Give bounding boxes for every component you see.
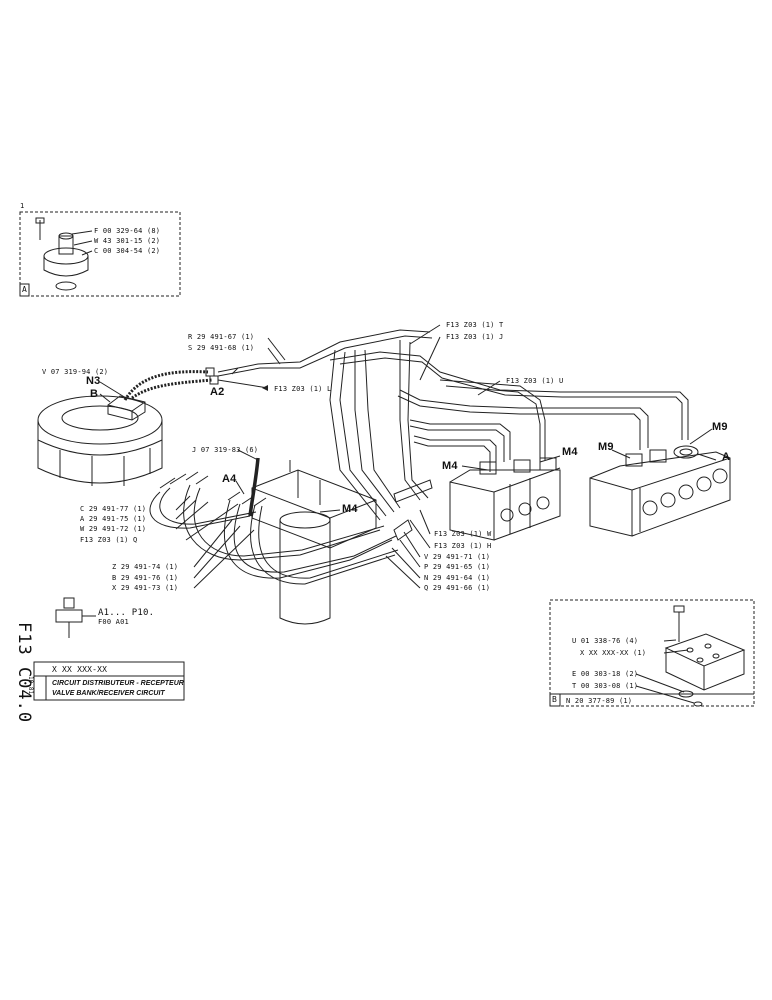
detail-b-part-4: T 00 303-08 (1): [572, 682, 639, 690]
document-code: F13 C04.0: [14, 622, 34, 724]
hose-x: X 29 491-73 (1): [112, 584, 179, 592]
sensor-ref: F00 A01: [98, 618, 129, 626]
detail-b-main: N 20 377-89 (1): [566, 697, 633, 705]
callout-m9-top: M9: [712, 421, 728, 433]
document-date: 10-81: [27, 676, 34, 695]
part-number: X XX XXX-XX: [52, 665, 108, 674]
callout-b: B: [90, 388, 99, 400]
ref-u: F13 Z03 (1) U: [506, 377, 564, 385]
hose-c: C 29 491-77 (1): [80, 505, 147, 513]
detail-a-letter: A: [22, 285, 28, 294]
detail-b-part-3: E 00 303-18 (2): [572, 670, 639, 678]
sensor-label: A1... P10.: [98, 608, 155, 618]
hose-a: A 29 491-75 (1): [80, 515, 147, 523]
detail-b-frame: [549, 599, 755, 707]
callout-m4-center: M4: [342, 503, 358, 515]
callout-a-right: A: [722, 451, 731, 463]
ref-l: F13 Z03 (1) L: [274, 385, 332, 393]
detail-b-letter: B: [552, 695, 558, 704]
detail-b-part-1: U 01 338-76 (4): [572, 637, 639, 645]
callout-n3: N3: [86, 375, 101, 387]
hose-b: B 29 491-76 (1): [112, 574, 179, 582]
detail-a-part-1: F 00 329-64 (8): [94, 227, 161, 235]
detail-a-frame: [19, 211, 181, 297]
callout-m4-left: M4: [442, 460, 458, 472]
hose-s: S 29 491-68 (1): [188, 344, 255, 352]
detail-a-index: 1: [20, 202, 25, 210]
callout-m4-right: M4: [562, 446, 578, 458]
hose-w: W 29 491-72 (1): [80, 525, 147, 533]
hose-p: P 29 491-65 (1): [424, 563, 491, 571]
callout-a2: A2: [210, 386, 225, 398]
title-fr: CIRCUIT DISTRIBUTEUR - RECEPTEUR: [52, 680, 184, 687]
ref-t: F13 Z03 (1) T: [446, 321, 504, 329]
detail-a-part-2: W 43 301-15 (2): [94, 237, 161, 245]
ref-h: F13 Z03 (1) H: [434, 542, 492, 550]
hose-n: N 29 491-64 (1): [424, 574, 491, 582]
ref-q: F13 Z03 (1) Q: [80, 536, 138, 544]
callout-m9-left: M9: [598, 441, 614, 453]
hose-z: Z 29 491-74 (1): [112, 563, 179, 571]
hose-q: Q 29 491-66 (1): [424, 584, 491, 592]
detail-b-part-2: X XX XXX-XX (1): [580, 649, 647, 657]
hose-r: R 29 491-67 (1): [188, 333, 255, 341]
valve-bank-right: [589, 477, 633, 537]
detail-a-part-3: C 00 304-54 (2): [94, 247, 161, 255]
ref-w: F13 Z03 (1) W: [434, 530, 492, 538]
hose-v2: V 29 491-71 (1): [424, 553, 491, 561]
ref-j: F13 Z03 (1) J: [446, 333, 504, 341]
title-en: VALVE BANK/RECEIVER CIRCUIT: [52, 690, 165, 697]
hose-v: V 07 319-94 (2): [42, 368, 109, 376]
title-block: [33, 661, 185, 701]
callout-a4: A4: [222, 473, 237, 485]
hose-j: J 07 319-83 (6): [192, 446, 259, 454]
